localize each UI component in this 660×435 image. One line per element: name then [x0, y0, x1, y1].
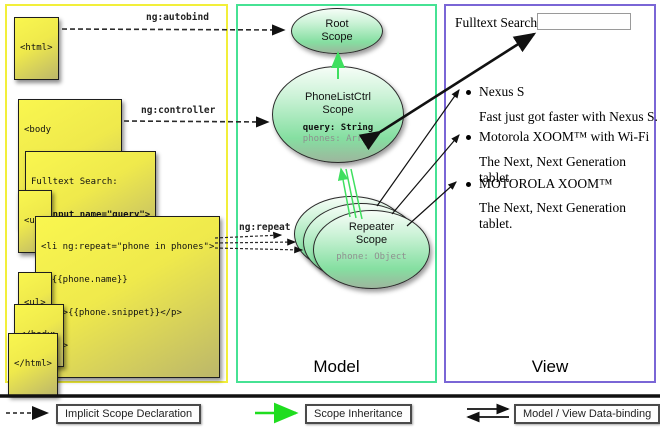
ng-autobind-label: ng:autobind	[146, 12, 209, 23]
legend-scope-inheritance: Scope Inheritance	[305, 404, 412, 424]
ul-close-text: <ul>	[24, 298, 46, 308]
html-open-tag-box: <html>	[14, 17, 59, 80]
bullet-icon	[466, 135, 471, 140]
phonelist-query-prop: query: String	[302, 123, 374, 133]
bullet-icon	[466, 90, 471, 95]
model-column	[236, 4, 437, 383]
view-item-title: MOTOROLA XOOM™	[479, 176, 613, 191]
view-item-desc: Fast just got faster with Nexus S.	[479, 109, 658, 124]
root-scope-title1: Root	[325, 18, 349, 30]
li-repeat-box: <li ng:repeat="phone in phones"> {{phone…	[35, 216, 221, 378]
phonelist-title1: PhoneListCtrl	[304, 91, 372, 103]
view-item-desc: The Next, Next Generation tablet.	[479, 154, 626, 185]
html-open-text: <html>	[20, 43, 53, 53]
view-column	[444, 4, 656, 383]
view-search-label: Fulltext Search:	[455, 15, 541, 30]
li-line4: </li>	[41, 341, 214, 352]
repeater-title1: Repeater	[348, 221, 395, 233]
legend-data-binding: Model / View Data-binding	[514, 404, 660, 424]
bullet-icon	[466, 182, 471, 187]
phonelist-title2: Scope	[322, 104, 354, 116]
view-search-input[interactable]	[537, 13, 631, 30]
ng-repeat-label: ng:repeat	[239, 222, 291, 233]
repeater-phone-prop: phone: Object	[336, 252, 407, 262]
model-column-label: Model	[313, 357, 360, 376]
li-line3: <p>{{phone.snippet}}</p>	[41, 308, 182, 318]
html-close-tag-box: </html>	[8, 333, 58, 396]
body-line1: <body	[24, 125, 52, 135]
fulltext-line2: <input name="query">	[31, 210, 151, 220]
view-item-title: Nexus S	[479, 84, 525, 99]
phonelistctrl-scope-ellipse: PhoneListCtrl Scope query: String phones…	[272, 66, 404, 163]
legend-implicit-scope: Implicit Scope Declaration	[56, 404, 202, 424]
root-scope-ellipse: Root Scope	[291, 8, 383, 54]
fulltext-line1: Fulltext Search:	[31, 177, 118, 187]
li-line2: {{phone.name}}	[41, 275, 128, 285]
view-item-title: Motorola XOOM™ with Wi-Fi	[479, 129, 650, 144]
html-close-text: </html>	[14, 359, 52, 369]
root-scope-title2: Scope	[321, 31, 353, 43]
li-line1: <li ng:repeat="phone in phones">	[41, 242, 215, 252]
ng-controller-label: ng:controller	[141, 105, 216, 116]
ul-open-text: <ul>	[24, 216, 46, 227]
repeater-title2: Scope	[355, 234, 388, 246]
view-column-label: View	[531, 357, 569, 376]
view-item-desc: The Next, Next Generation tablet.	[479, 200, 626, 231]
phonelist-phones-prop: phones: Array	[302, 134, 374, 144]
repeater-scope-ellipse-front: Repeater Scope phone: Object	[313, 210, 430, 289]
